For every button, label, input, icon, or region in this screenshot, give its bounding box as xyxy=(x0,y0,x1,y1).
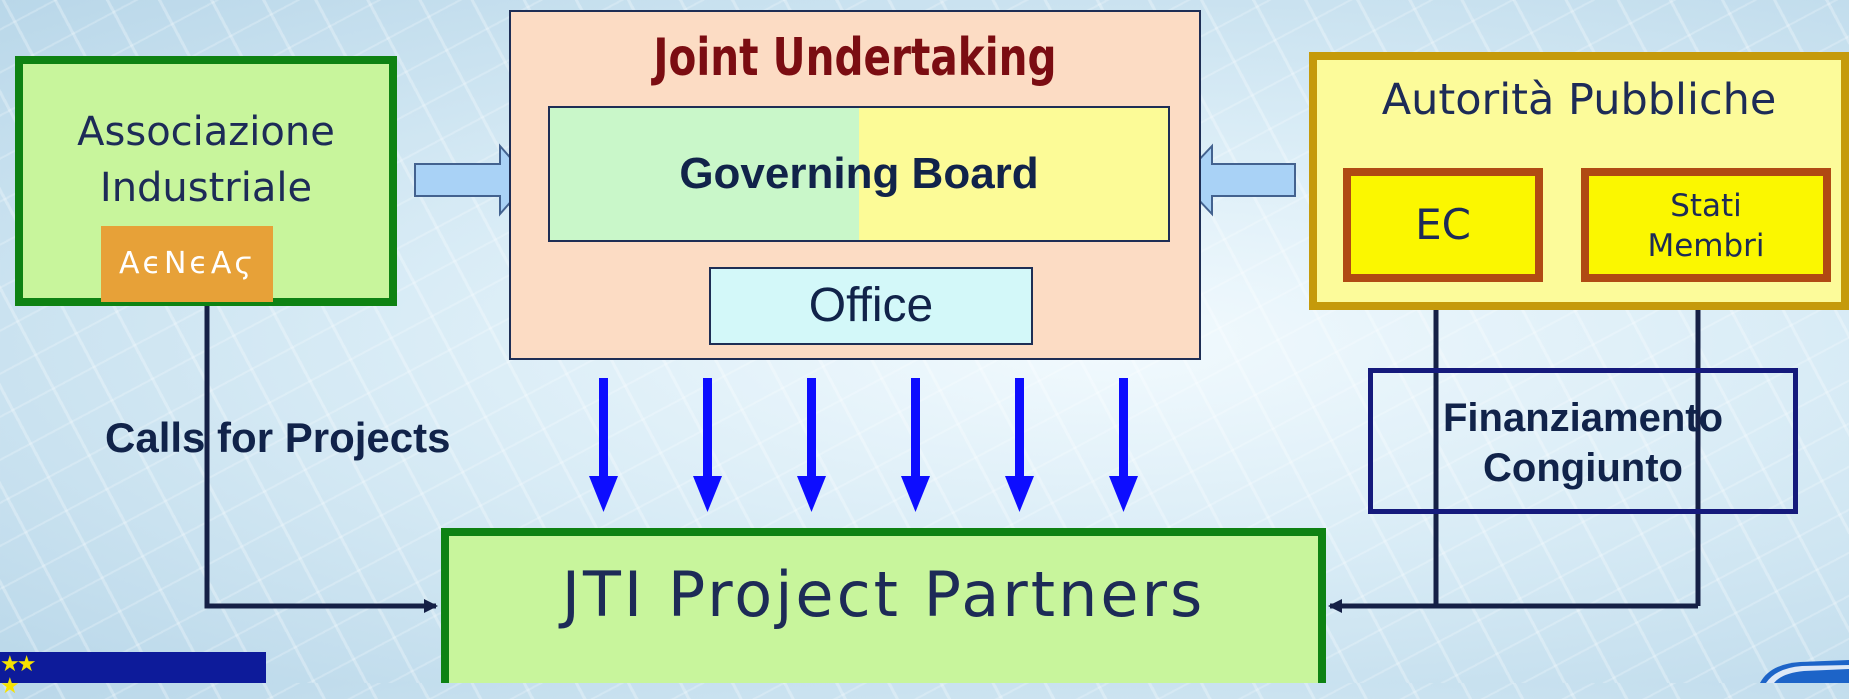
corner-logo-icon xyxy=(1760,660,1849,683)
public-authorities-title: Autorità Pubbliche xyxy=(1381,75,1777,125)
eu-stars-icon: ★★★ xyxy=(0,652,36,699)
calls-connector-line xyxy=(204,306,438,613)
governing-board-label: Governing Board xyxy=(679,149,1039,198)
industrial-association-box: Associazione Industriale AϵNϵAϛ xyxy=(15,56,397,306)
office-label: Office xyxy=(808,279,934,332)
down-arrow xyxy=(1109,378,1138,512)
down-arrow xyxy=(901,378,930,512)
joint-funding-box: Finanziamento Congiunto xyxy=(1368,368,1798,514)
eu-flag-icon xyxy=(0,652,266,683)
ec-label: EC xyxy=(1415,200,1471,249)
ec-box: EC xyxy=(1343,168,1543,282)
joint-funding-label: Finanziamento Congiunto xyxy=(1442,396,1724,490)
down-arrow xyxy=(589,378,618,512)
funding-arrows xyxy=(589,378,1138,512)
member-states-box: Stati Membri xyxy=(1581,168,1831,282)
office-box: Office xyxy=(709,267,1033,345)
down-arrow xyxy=(693,378,722,512)
jti-project-partners-box: JTI Project Partners xyxy=(441,528,1326,683)
connectors-layer xyxy=(204,143,1701,613)
calls-for-projects-label: Calls for Projects xyxy=(105,414,451,461)
industrial-association-title: Associazione Industriale xyxy=(77,109,335,211)
joint-undertaking-box: Joint Undertaking Governing Board Office xyxy=(509,10,1201,360)
joint-undertaking-title: Joint Undertaking xyxy=(653,28,1057,88)
down-arrow xyxy=(1005,378,1034,512)
governing-board-box: Governing Board xyxy=(548,106,1170,242)
jti-project-partners-label: JTI Project Partners xyxy=(561,558,1206,631)
member-states-label: Stati Membri xyxy=(1647,188,1765,264)
down-arrow xyxy=(797,378,826,512)
public-authorities-box: Autorità Pubbliche EC Stati Membri xyxy=(1309,52,1849,310)
aeneas-logo: AϵNϵAϛ xyxy=(101,226,273,302)
